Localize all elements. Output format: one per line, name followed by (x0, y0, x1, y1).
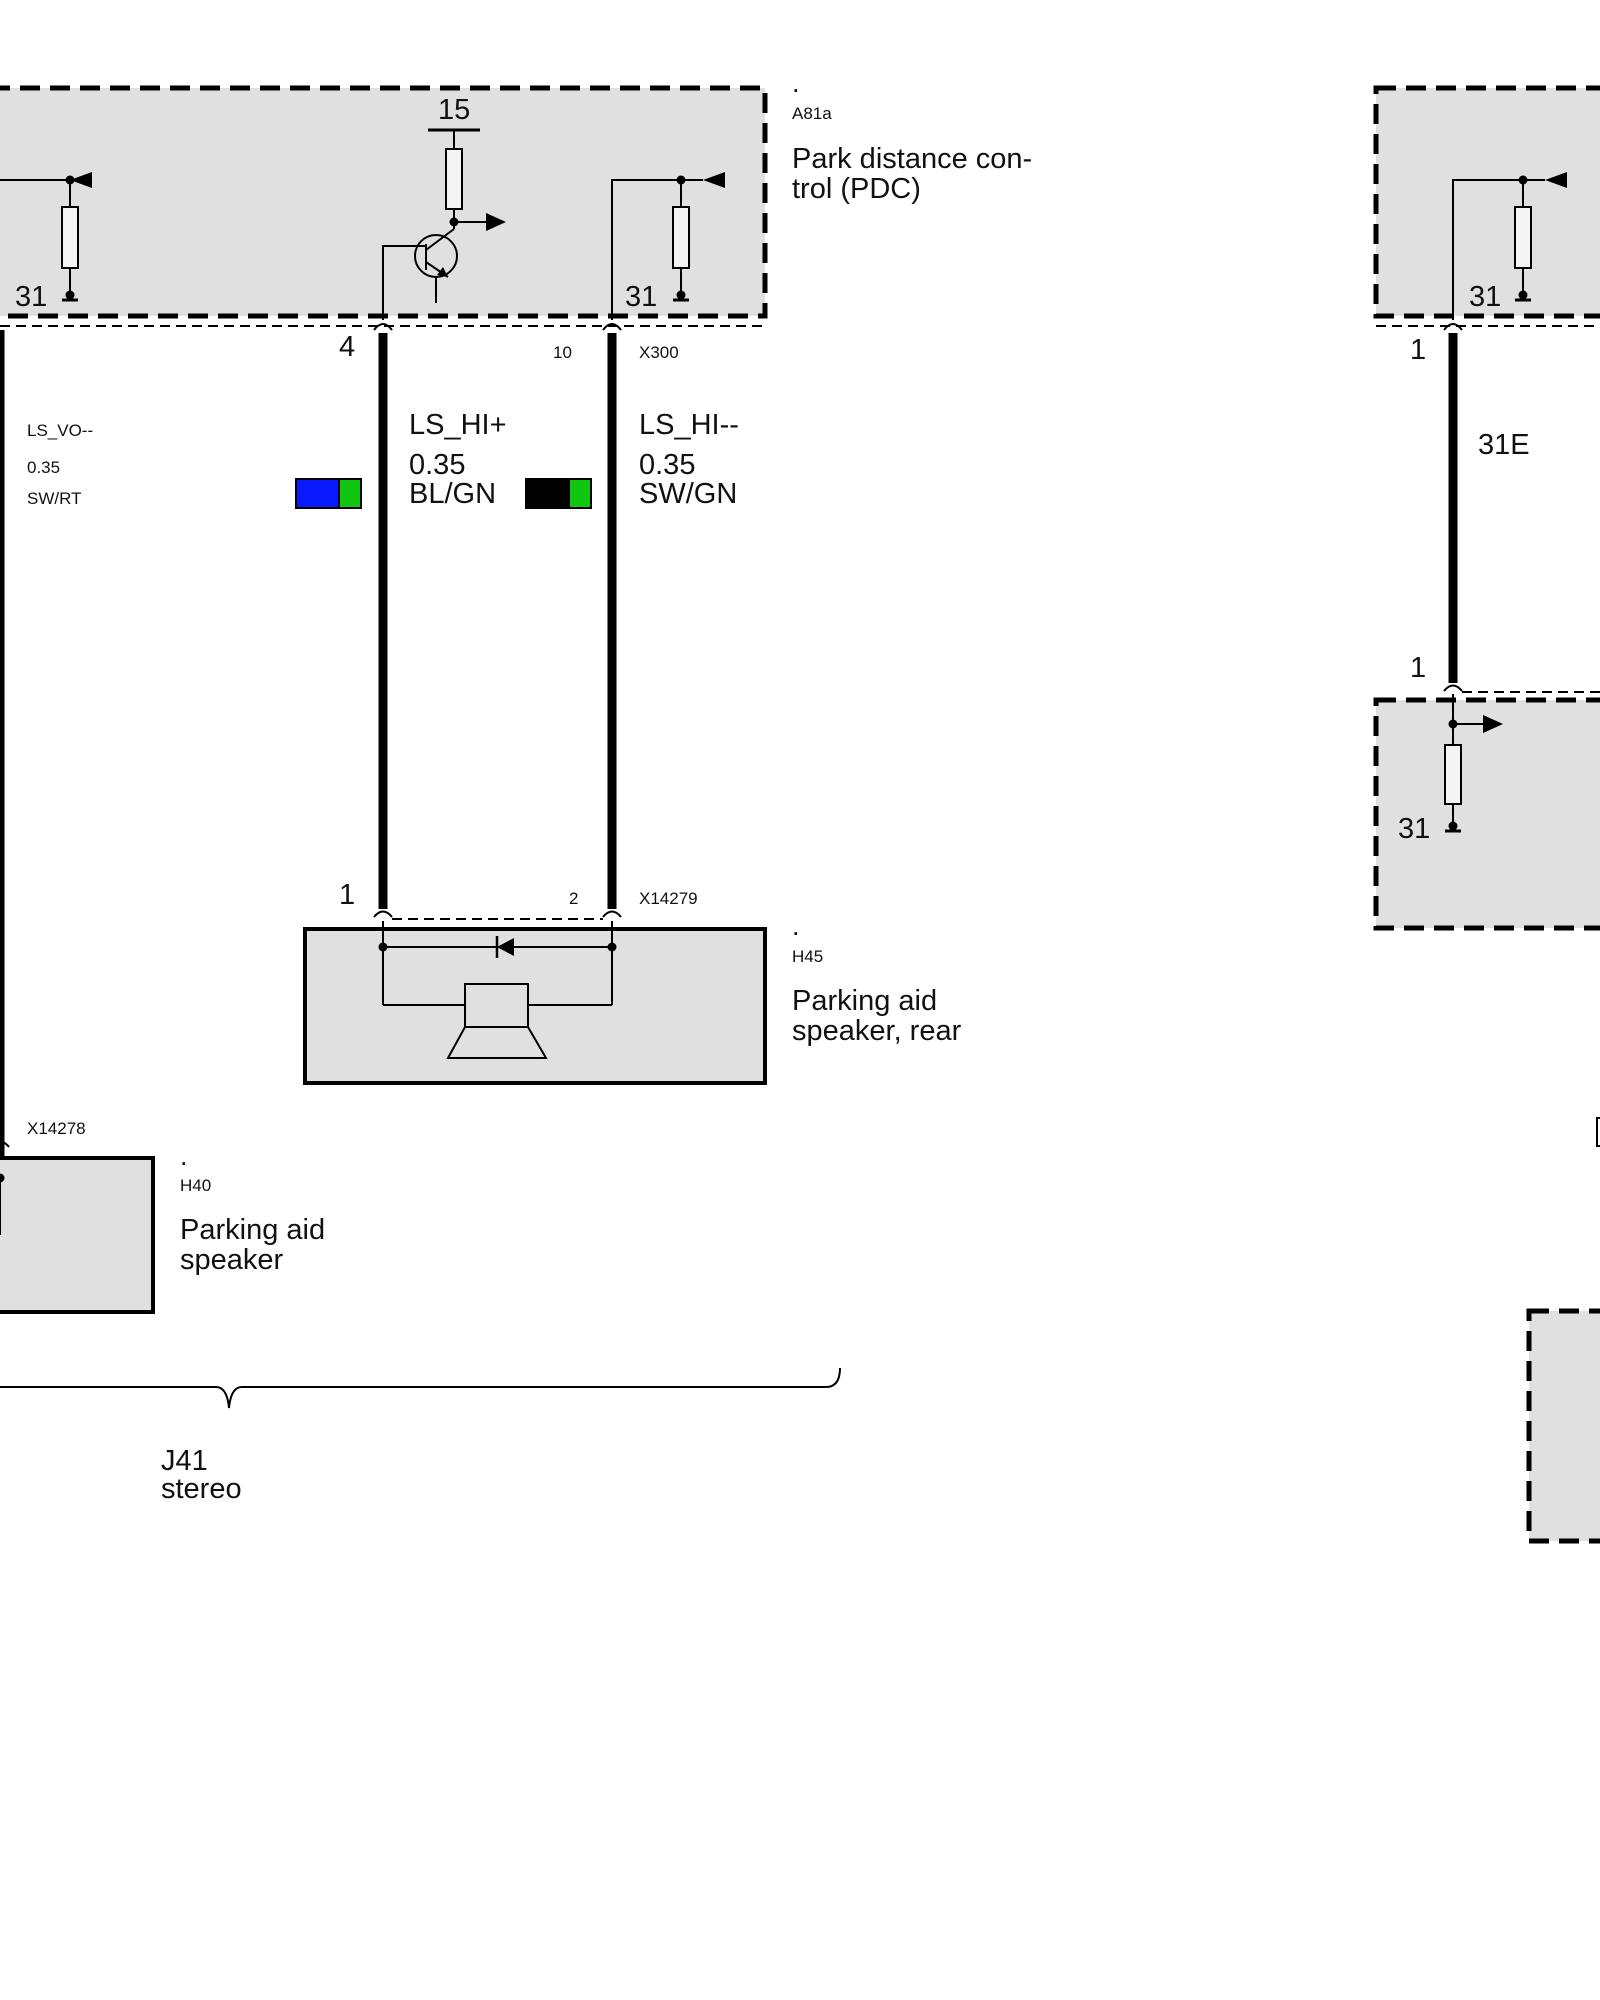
connector-x14279-label: X14279 (639, 889, 698, 908)
rear-speaker-code: H45 (792, 947, 823, 966)
connector-x300-label: X300 (639, 343, 679, 362)
wire-31e: 1 31E 1 (1410, 323, 1530, 692)
rear-speaker-dot: . (792, 911, 800, 941)
right-edge-bracket (1596, 1117, 1600, 1147)
pdc-ground-right-label: 31 (625, 281, 657, 313)
wire-ls-vo-gauge: 0.35 (27, 458, 60, 477)
wire-ls-vo-signal: LS_VO-- (27, 421, 93, 440)
wire-ls-hi-minus: 10 X300 LS_HI-- 0.35 SW/GN (525, 323, 739, 918)
pdc-right-resistor-network: 31 (611, 172, 725, 320)
wire-ls-hi-plus-gauge: 0.35 (409, 449, 465, 481)
pin-1-label-h45: 1 (339, 879, 355, 911)
group-brace-j41: J41 stereo (0, 1367, 841, 1505)
pdc-transistor-driver: 15 (382, 94, 506, 320)
pdc-supply-15-label: 15 (438, 94, 470, 126)
speaker-code: H40 (180, 1176, 211, 1195)
speaker-dot: . (180, 1141, 188, 1171)
wire-ls-hi-plus-color: BL/GN (409, 478, 496, 510)
diode-symbol (495, 936, 514, 958)
right-module-lower-network: 31 (1398, 694, 1503, 845)
speaker-name-line2: speaker (180, 1244, 284, 1276)
right-module-resistor-network: 31 (1452, 172, 1567, 320)
wire-ls-hi-minus-color: SW/GN (639, 478, 737, 510)
rear-speaker-name-line1: Parking aid (792, 985, 937, 1017)
pdc-left-resistor-network: 31 (0, 172, 92, 313)
color-swatch-bl-gn (295, 478, 362, 509)
pin-4-label: 4 (339, 331, 355, 363)
right-module-lower-box (1526, 1308, 1600, 1544)
right-module-ground-bottom-label: 31 (1398, 813, 1430, 845)
wire-ls-hi-plus: 4 LS_HI+ 0.35 BL/GN (295, 323, 507, 918)
right-module-ground-top-label: 31 (1469, 281, 1501, 313)
speaker-module: X14278 . H40 Parking aid speaker (0, 1119, 325, 1314)
wire-ls-hi-plus-signal: LS_HI+ (409, 409, 507, 441)
wire-ls-hi-minus-signal: LS_HI-- (639, 409, 739, 441)
rear-speaker-module: 1 2 X14279 . H45 Parking aid speaker, re… (303, 879, 962, 1085)
speaker-icon (446, 983, 548, 1059)
wire-ls-hi-minus-gauge: 0.35 (639, 449, 695, 481)
right-module-pin-top-label: 1 (1410, 334, 1426, 366)
pdc-code: A81a (792, 104, 832, 123)
pdc-ground-left-label: 31 (15, 281, 47, 313)
pdc-dot: . (792, 68, 800, 98)
pdc-module: 31 15 (0, 68, 1032, 327)
pdc-name-line2: trol (PDC) (792, 173, 921, 205)
wire-ls-vo-color: SW/RT (27, 489, 81, 508)
right-module-bottom-box (1373, 697, 1600, 931)
rear-speaker-name-line2: speaker, rear (792, 1015, 962, 1047)
group-label: stereo (161, 1473, 242, 1505)
speaker-box (0, 1156, 155, 1314)
color-swatch-sw-gn (525, 478, 592, 509)
wire-31e-label: 31E (1478, 429, 1530, 461)
pdc-name-line1: Park distance con- (792, 143, 1032, 175)
speaker-name-line1: Parking aid (180, 1214, 325, 1246)
right-module-pin-bottom-label: 1 (1410, 652, 1426, 684)
right-module: 31 1 31E 1 31 (1373, 85, 1600, 1544)
pin-2-label-h45: 2 (569, 889, 578, 908)
group-id: J41 (161, 1445, 208, 1477)
right-module-top-box (1373, 85, 1600, 319)
pin-10-label: 10 (553, 343, 572, 362)
wire-ls-vo-minus: LS_VO-- 0.35 SW/RT (0, 330, 93, 1168)
connector-x14278-label: X14278 (27, 1119, 86, 1138)
